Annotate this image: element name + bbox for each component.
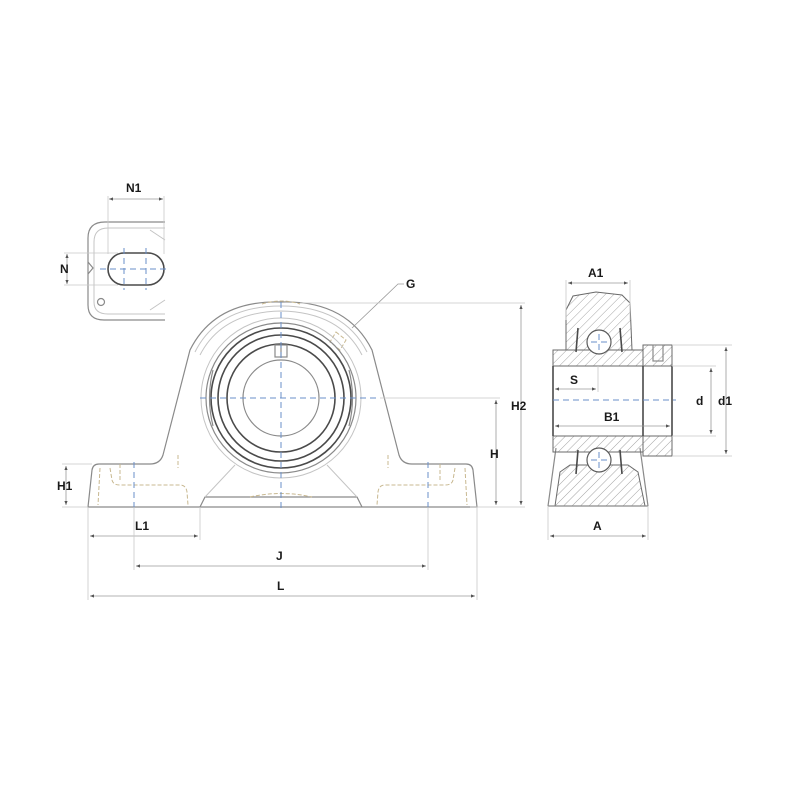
side-section-view: A1 S B1 d d1 A [547,266,732,540]
label-N: N [60,262,69,276]
front-view: G H2 H H1 L1 J L [57,277,527,600]
label-H: H [490,447,499,461]
label-N1: N1 [126,181,142,195]
label-G: G [406,277,415,291]
label-L1: L1 [135,519,149,533]
label-J: J [276,549,283,563]
label-L: L [277,579,284,593]
label-A1: A1 [588,266,604,280]
label-S: S [570,373,578,387]
label-A: A [593,519,602,533]
label-d: d [696,394,703,408]
label-d1: d1 [718,394,732,408]
label-H1: H1 [57,479,73,493]
label-H2: H2 [511,399,527,413]
label-B1: B1 [604,410,620,424]
detail-slot-view: N1 N [60,181,168,321]
